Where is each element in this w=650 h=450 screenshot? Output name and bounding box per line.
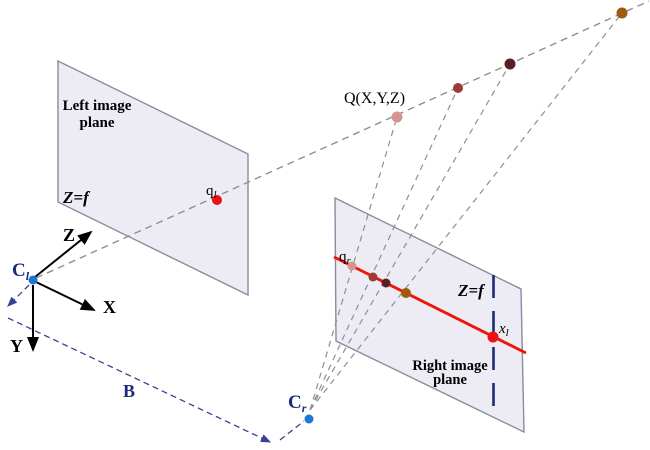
z-axis-label: Z	[63, 225, 75, 245]
world-point-q-dot	[391, 111, 403, 123]
left-image-plane	[57, 59, 249, 297]
world-point-label: Q(X,Y,Z)	[344, 90, 405, 107]
baseline-label: B	[123, 381, 135, 401]
z-axis-arrow	[34, 230, 93, 278]
right-image-plane	[334, 196, 525, 434]
left-plane-label-line1: Left image	[63, 98, 132, 114]
left-camera-center-dot	[28, 275, 38, 285]
right-ray-to-depth-2	[309, 87, 459, 411]
left-plane-label-line2: plane	[79, 115, 114, 131]
right-focal-label: Z=f	[457, 281, 486, 300]
left-camera-label: Cl	[12, 260, 30, 283]
q-l-label: ql	[206, 183, 217, 201]
q-r-label: qr	[339, 249, 352, 267]
right-plane-label-line1: Right image	[412, 358, 488, 374]
x-axis-arrow	[35, 281, 96, 311]
right-ray-to-q	[309, 116, 398, 411]
baseline-to-right-camera-segment	[279, 420, 305, 441]
y-axis-label: Y	[10, 336, 23, 356]
left-focal-label: Z=f	[62, 188, 91, 207]
depth-point-2-dot	[453, 83, 463, 93]
x-l-label: xl	[498, 321, 509, 339]
projection-q-r-dot	[347, 261, 357, 271]
projection-depth-4-dot	[401, 288, 411, 298]
depth-point-4-dot	[616, 7, 628, 19]
right-ray-to-depth-3	[309, 63, 511, 411]
right-ray-to-depth-4	[309, 12, 623, 411]
right-camera-label: Cr	[288, 392, 307, 415]
left-projection-ray	[35, 0, 650, 279]
baseline-segment	[7, 317, 272, 443]
projection-depth-2-dot	[368, 272, 378, 282]
right-camera-center-dot	[304, 414, 314, 424]
depth-point-3-dot	[504, 58, 516, 70]
point-x-l-dot	[487, 331, 499, 343]
right-plane-label-line2: plane	[433, 372, 467, 388]
projection-q-l-dot	[212, 195, 222, 205]
projection-depth-3-dot	[381, 278, 391, 288]
baseline-left-arrow-segment	[7, 284, 30, 307]
x-axis-label: X	[103, 297, 116, 317]
